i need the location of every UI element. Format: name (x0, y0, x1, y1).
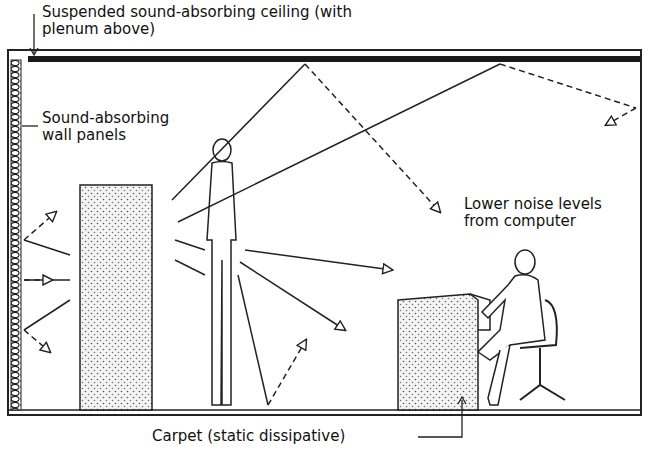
room-outline (8, 50, 641, 415)
standing-person (207, 139, 236, 405)
chair (520, 300, 565, 400)
wall-panels (11, 60, 21, 410)
computer-cabinet (80, 185, 152, 410)
callout-label: Lower noise levels from computer (462, 196, 638, 230)
suspended-ceiling (28, 56, 640, 62)
reflected-paths (24, 64, 636, 405)
seated-operator (478, 250, 545, 405)
leader-lines (22, 14, 466, 437)
callout-label: Suspended sound-absorbing ceiling (with … (40, 4, 362, 38)
callout-label: Sound-absorbing wall panels (40, 110, 184, 144)
floor-callout: Carpet (static dissipative) (150, 428, 347, 445)
computer-terminal (398, 294, 478, 410)
sound-paths (24, 64, 500, 405)
